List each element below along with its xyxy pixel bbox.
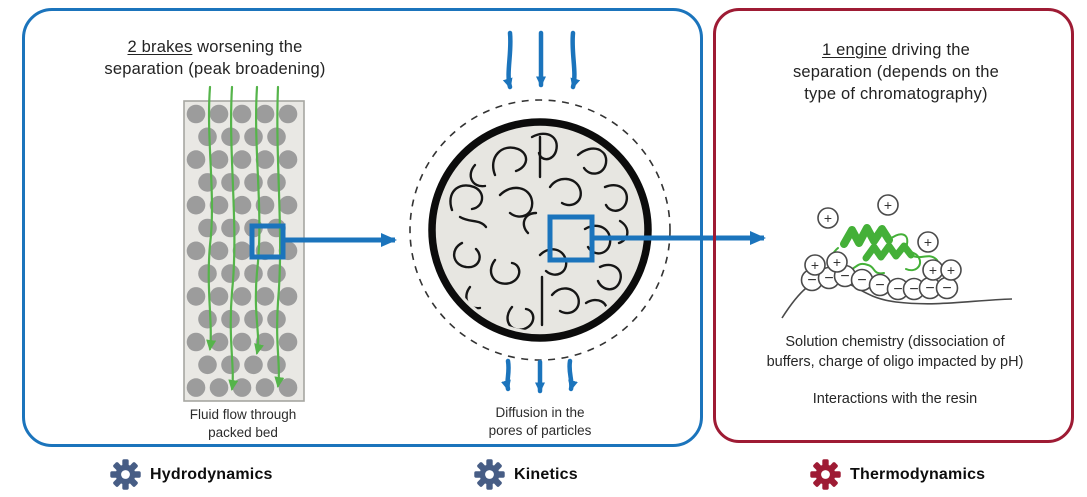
legend-item-kinetics: Kinetics — [474, 459, 578, 490]
gear-icon — [474, 459, 505, 490]
minus-sign: − — [893, 281, 902, 298]
plus-sign: + — [947, 262, 955, 278]
brakes-title-underline: 2 brakes — [127, 38, 193, 56]
plus-sign: + — [833, 254, 841, 270]
outflow-arrows — [501, 358, 578, 394]
particle-body — [428, 118, 652, 342]
oligo-ribbon — [830, 224, 940, 275]
brakes-title-line2: separation (peak broadening) — [104, 59, 326, 78]
plus-sign: + — [929, 262, 937, 278]
brakes-title-line1: 2 brakes worsening the — [127, 38, 303, 56]
engine-title: 1 engine driving the separation (depends… — [741, 40, 1051, 105]
highlight-box-particle — [249, 223, 286, 260]
minus-sign: − — [942, 280, 951, 297]
engine-title-line3: type of chromatography) — [804, 84, 988, 103]
negative-charges: − − − − − − − − − — [800, 264, 959, 301]
packed-bed-caption: Fluid flow through packed bed — [189, 407, 297, 440]
engine-title-underline: 1 engine — [821, 41, 887, 59]
positive-charges: + + + + + + + — [804, 194, 962, 281]
minus-sign: − — [857, 272, 866, 289]
plus-sign: + — [924, 234, 932, 250]
minus-sign: − — [824, 270, 833, 287]
engine-title-line2: separation (depends on the — [792, 62, 1000, 81]
plus-sign: + — [824, 210, 832, 226]
minus-sign: − — [807, 272, 816, 289]
plus-sign: + — [884, 197, 892, 213]
minus-sign: − — [875, 277, 884, 294]
packed-bed-illustration — [183, 85, 305, 402]
legend-label-hydrodynamics: Hydrodynamics — [150, 465, 273, 483]
brakes-panel: 2 brakes worsening the separation (peak … — [22, 8, 703, 447]
diffusion-caption: Diffusion in the pores of particles — [488, 405, 592, 438]
gear-icon — [110, 459, 141, 490]
minus-sign: − — [909, 281, 918, 298]
interactions-text: Interactions with the resin — [812, 391, 978, 407]
legend-item-thermodynamics: Thermodynamics — [810, 459, 985, 490]
zoom-arrow-to-particle — [285, 233, 397, 247]
legend-item-hydrodynamics: Hydrodynamics — [110, 459, 273, 490]
porous-particle-illustration — [409, 30, 671, 394]
minus-sign: − — [925, 280, 934, 297]
minus-sign: − — [840, 268, 849, 285]
zoom-arrow-to-chemistry — [592, 231, 766, 245]
gear-icon — [810, 459, 841, 490]
legend-label-kinetics: Kinetics — [514, 465, 578, 483]
engine-panel: 1 engine driving the separation (depends… — [713, 8, 1074, 443]
inflow-arrows — [502, 30, 581, 90]
brakes-title: 2 brakes worsening the separation (peak … — [55, 37, 375, 81]
plus-sign: + — [811, 257, 819, 273]
engine-title-line1: 1 engine driving the — [821, 41, 971, 59]
solution-chemistry-text: Solution chemistry (dissociation of buff… — [766, 334, 1024, 370]
fluid-flow-lines — [206, 85, 285, 391]
legend-label-thermodynamics: Thermodynamics — [850, 465, 986, 483]
resin-charges-illustration: − − − − − − − − − + + + + + + + — [781, 194, 1013, 319]
